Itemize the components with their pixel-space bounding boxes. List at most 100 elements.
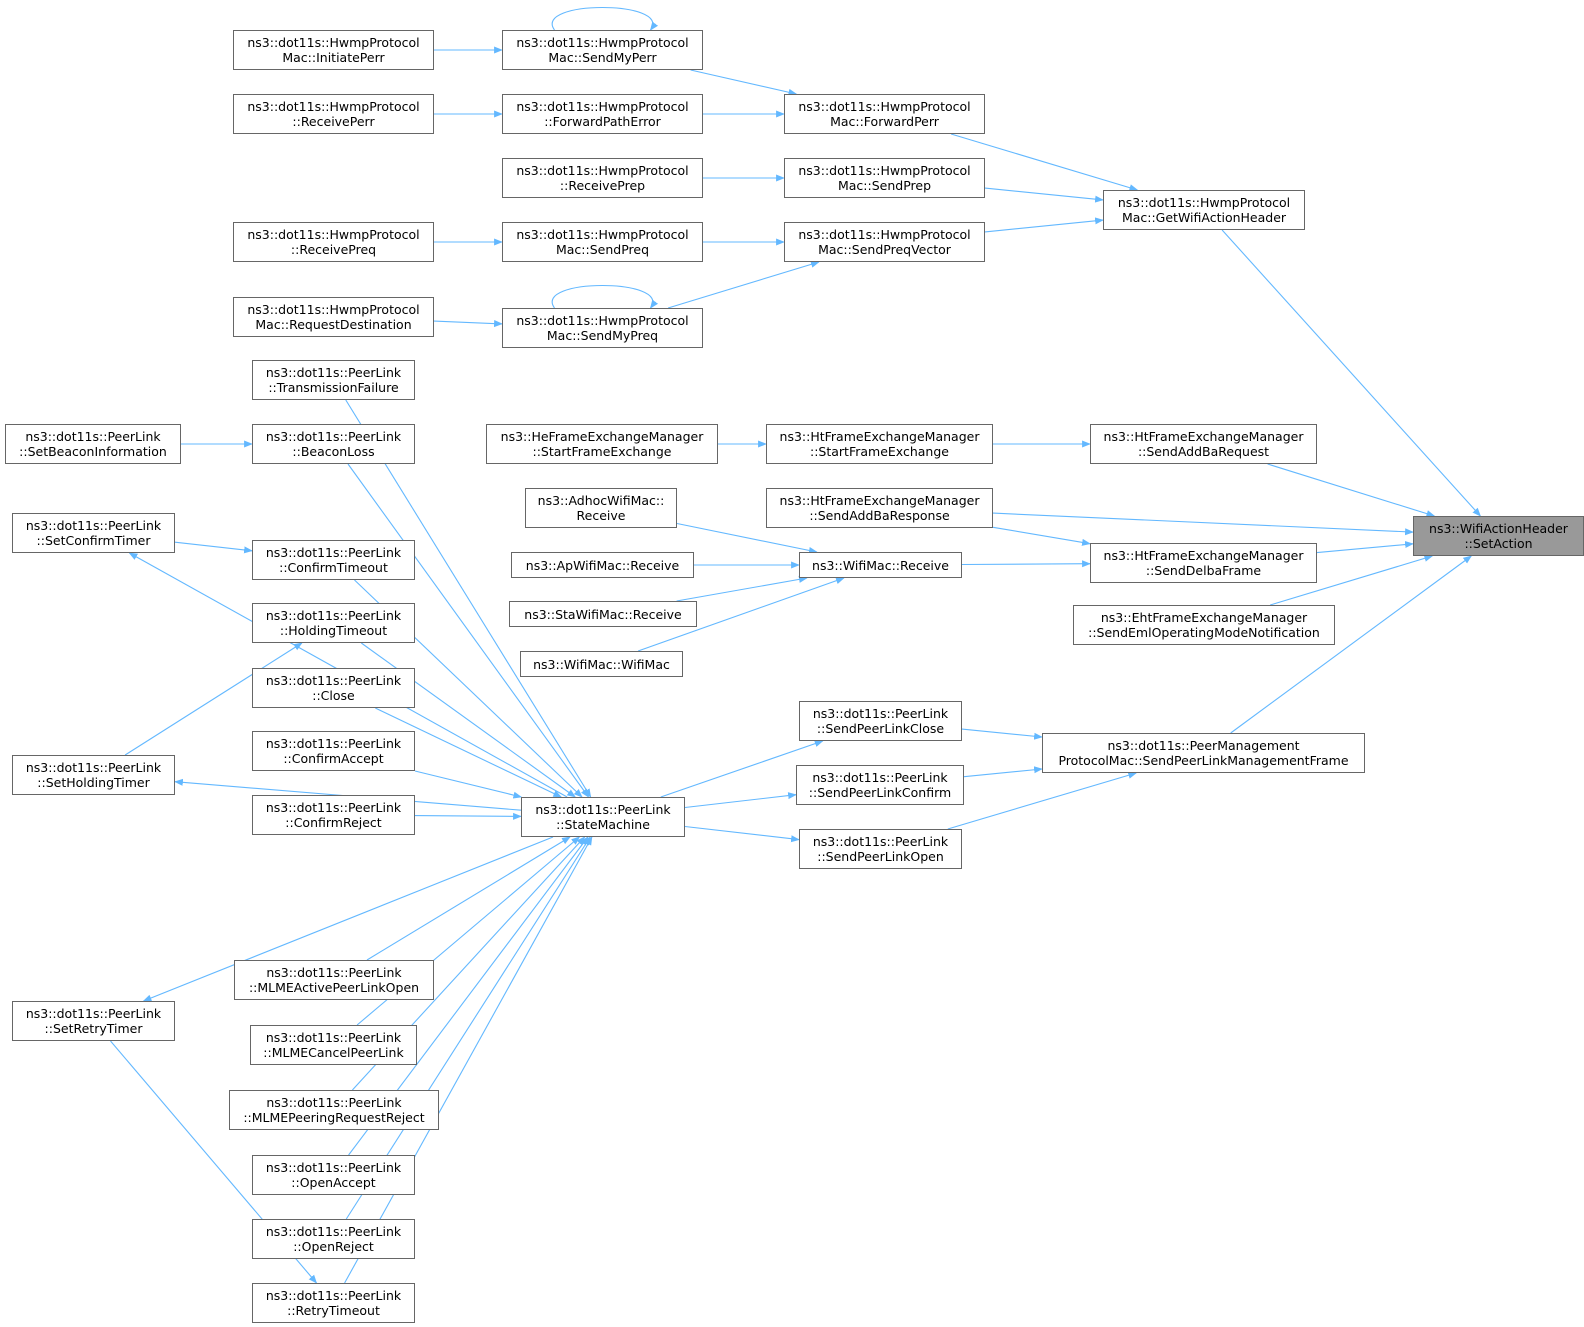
node-label: ::SetBeaconInformation [19, 444, 167, 459]
node-stareceive[interactable]: ns3::StaWifiMac::Receive [509, 601, 697, 627]
node-label: ::SendDelbaFrame [1145, 563, 1262, 578]
node-label: Mac::RequestDestination [255, 317, 412, 332]
node-label: ::SetConfirmTimer [36, 533, 151, 548]
node-adhocreceive[interactable]: ns3::AdhocWifiMac::Receive [525, 488, 677, 528]
edge-sendpeerlinkconfirm-to-sendpeerlinkmgmt [963, 766, 1043, 778]
node-label: ns3::dot11s::HwmpProtocol [1117, 195, 1291, 210]
node-label: ns3::dot11s::HwmpProtocol [798, 227, 971, 242]
node-label: ::StateMachine [556, 817, 650, 832]
node-wifimacreceive[interactable]: ns3::WifiMac::Receive [799, 552, 962, 578]
node-confirmtimeout[interactable]: ns3::dot11s::PeerLink::ConfirmTimeout [252, 540, 415, 580]
node-mlmepeeringrequestreject[interactable]: ns3::dot11s::PeerLink::MLMEPeeringReques… [229, 1090, 439, 1130]
node-label: ns3::WifiMac::Receive [812, 557, 949, 573]
edge-sendaddbaresponse-to-setaction [992, 512, 1414, 536]
node-label: ns3::dot11s::PeerLink [266, 1095, 402, 1110]
node-label: Mac::SendMyPreq [546, 328, 659, 343]
node-setconfirmtimer[interactable]: ns3::dot11s::PeerLink::SetConfirmTimer [12, 513, 175, 553]
node-sendaddbarequest[interactable]: ns3::HtFrameExchangeManager::SendAddBaRe… [1090, 424, 1317, 464]
edge-getwifiactionheader-to-setaction [1221, 229, 1481, 517]
node-label: ns3::dot11s::PeerLink [265, 608, 402, 623]
edge-transmissionfailure-to-statemachine [345, 399, 592, 798]
node-label: ns3::HtFrameExchangeManager [1103, 548, 1304, 563]
node-label: ns3::dot11s::HwmpProtocol [798, 99, 971, 114]
node-openaccept[interactable]: ns3::dot11s::PeerLink::OpenAccept [252, 1155, 415, 1195]
node-label: ns3::dot11s::PeerLink [265, 673, 402, 688]
node-label: ::ReceivePerr [292, 114, 375, 129]
node-wifimacwifimac[interactable]: ns3::WifiMac::WifiMac [520, 651, 683, 677]
node-label: ns3::dot11s::PeerLink [812, 770, 948, 785]
edge-sendaddbaresponse-to-senddelbaframe [992, 526, 1091, 546]
node-mlmeactivepeerlinkopen[interactable]: ns3::dot11s::PeerLink::MLMEActivePeerLin… [234, 960, 434, 1000]
node-label: ns3::ApWifiMac::Receive [525, 557, 680, 573]
node-holdingtimeout[interactable]: ns3::dot11s::PeerLink::HoldingTimeout [252, 603, 415, 643]
node-statemachine[interactable]: ns3::dot11s::PeerLink::StateMachine [521, 797, 685, 837]
node-sendpeerlinkconfirm[interactable]: ns3::dot11s::PeerLink::SendPeerLinkConfi… [796, 765, 964, 805]
node-label: ns3::dot11s::HwmpProtocol [516, 35, 689, 50]
node-receiveperr[interactable]: ns3::dot11s::HwmpProtocol::ReceivePerr [233, 94, 434, 134]
node-receiveprep[interactable]: ns3::dot11s::HwmpProtocol::ReceivePrep [502, 158, 703, 198]
edge-setconfirmtimer-to-confirmtimeout [174, 541, 253, 554]
node-label: ns3::dot11s::PeerLink [265, 545, 402, 560]
node-mlmecancelpeerlink[interactable]: ns3::dot11s::PeerLink::MLMECancelPeerLin… [250, 1025, 417, 1065]
node-setbeaconinformation[interactable]: ns3::dot11s::PeerLink::SetBeaconInformat… [5, 424, 181, 464]
node-openreject[interactable]: ns3::dot11s::PeerLink::OpenReject [252, 1219, 415, 1259]
edge-wifimacreceive-to-senddelbaframe [961, 560, 1091, 568]
node-sendpeerlinkclose[interactable]: ns3::dot11s::PeerLink::SendPeerLinkClose [799, 701, 962, 741]
node-confirmreject[interactable]: ns3::dot11s::PeerLink::ConfirmReject [252, 795, 415, 835]
node-label: ::RetryTimeout [287, 1303, 380, 1318]
node-label: ns3::dot11s::PeerLink [265, 365, 402, 380]
node-label: ns3::dot11s::PeerLink [812, 706, 949, 721]
node-sendaddbaresponse[interactable]: ns3::HtFrameExchangeManager::SendAddBaRe… [766, 488, 993, 528]
node-label: Receive [576, 508, 626, 523]
edge-confirmreject-to-statemachine [414, 812, 522, 820]
node-confirmaccept[interactable]: ns3::dot11s::PeerLink::ConfirmAccept [252, 731, 415, 771]
node-label: ::ConfirmAccept [283, 751, 384, 766]
node-retrytimeout[interactable]: ns3::dot11s::PeerLink::RetryTimeout [252, 1283, 415, 1323]
node-label: ::SendPeerLinkClose [816, 721, 945, 736]
node-setretrytimer[interactable]: ns3::dot11s::PeerLink::SetRetryTimer [12, 1001, 175, 1041]
edge-mlmeactivepeerlinkopen-to-statemachine [366, 836, 571, 961]
node-label: ns3::dot11s::HwmpProtocol [516, 99, 689, 114]
node-senddelbaframe[interactable]: ns3::HtFrameExchangeManager::SendDelbaFr… [1090, 543, 1317, 583]
edge-close-to-statemachine [375, 707, 562, 798]
node-apreceive[interactable]: ns3::ApWifiMac::Receive [511, 552, 694, 578]
edge-forwardperr-to-getwifiactionheader [950, 133, 1139, 192]
node-label: ns3::dot11s::PeerLink [812, 834, 949, 849]
node-forwardpatherror[interactable]: ns3::dot11s::HwmpProtocol::ForwardPathEr… [502, 94, 703, 134]
node-htstartframeexchange[interactable]: ns3::HtFrameExchangeManager::StartFrameE… [766, 424, 993, 464]
node-label: ns3::dot11s::HwmpProtocol [247, 99, 420, 114]
node-setholdingtimer[interactable]: ns3::dot11s::PeerLink::SetHoldingTimer [12, 755, 175, 795]
node-label: ::ReceivePrep [559, 178, 646, 193]
node-label: Mac::InitiatePerr [282, 50, 385, 65]
edge-sendemloperating-to-setaction [1270, 554, 1434, 606]
node-label: ::SendAddBaRequest [1137, 444, 1270, 459]
node-label: Mac::GetWifiActionHeader [1121, 210, 1287, 225]
node-label: ns3::StaWifiMac::Receive [524, 606, 682, 622]
node-label: ::SetAction [1464, 536, 1533, 551]
edge-sendprep-to-getwifiactionheader [984, 187, 1104, 203]
node-label: ::ForwardPathError [544, 114, 661, 129]
edge-sendpeerlinkopen-to-sendpeerlinkmgmt [947, 771, 1138, 830]
node-label: ns3::dot11s::HwmpProtocol [247, 302, 420, 317]
node-label: ns3::HtFrameExchangeManager [779, 429, 980, 444]
node-hestartframeexchange[interactable]: ns3::HeFrameExchangeManager::StartFrameE… [486, 424, 718, 464]
node-label: ::MLMEActivePeerLinkOpen [248, 980, 420, 995]
node-close[interactable]: ns3::dot11s::PeerLink::Close [252, 668, 415, 708]
node-sendemloperating[interactable]: ns3::EhtFrameExchangeManager::SendEmlOpe… [1073, 605, 1335, 645]
node-beaconloss[interactable]: ns3::dot11s::PeerLink::BeaconLoss [252, 424, 415, 464]
node-transmissionfailure[interactable]: ns3::dot11s::PeerLink::TransmissionFailu… [252, 360, 415, 400]
node-sendpeerlinkopen[interactable]: ns3::dot11s::PeerLink::SendPeerLinkOpen [799, 829, 962, 869]
node-receivepreq[interactable]: ns3::dot11s::HwmpProtocol::ReceivePreq [233, 222, 434, 262]
node-label: ::Close [312, 688, 355, 703]
